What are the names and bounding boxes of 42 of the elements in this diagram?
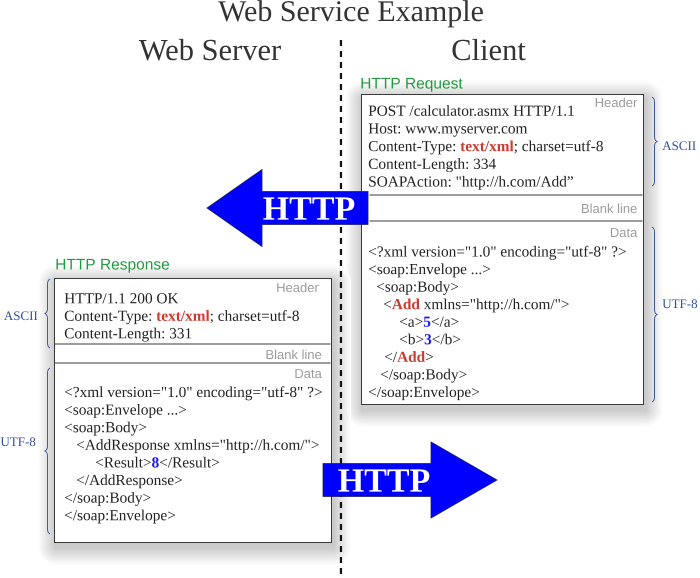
code-line: <soap:Body> — [64, 422, 146, 436]
code-line: <Add xmlns="http://h.com/"> — [384, 298, 569, 312]
encoding-label: UTF-8 — [0, 437, 36, 446]
encoding-label: ASCII — [4, 311, 38, 320]
code-line: </soap:Body> — [64, 492, 150, 506]
code-line: Content-Type: text/xml; charset=utf-8 — [64, 310, 299, 324]
column-heading: Web Server — [138, 38, 281, 60]
code-line: <soap:Envelope ...> — [368, 263, 490, 278]
code-line: Content-Length: 331 — [64, 328, 192, 342]
code-line: Content-Length: 334 — [368, 158, 496, 172]
box-heading: HTTP Response — [56, 258, 170, 273]
edge-label: HTTP — [262, 197, 356, 220]
code-line: Content-Type: text/xml; charset=utf-8 — [368, 140, 603, 154]
code-line: </soap:Envelope> — [64, 510, 176, 524]
section-label: Blank line — [582, 204, 637, 214]
code-line: <soap:Body> — [376, 280, 458, 295]
code-line: <?xml version="1.0" encoding="utf-8" ?> — [64, 386, 322, 400]
code-line: <b>3</b> — [400, 334, 460, 344]
encoding-label: UTF-8 — [662, 299, 698, 308]
code-line: </soap:Envelope> — [368, 386, 480, 400]
code-line: SOAPAction: "http://h.com/Add” — [369, 176, 573, 190]
section-label: Data — [610, 228, 638, 238]
edge-label: HTTP — [338, 469, 430, 492]
code-line: Host: www.myserver.com — [368, 123, 528, 137]
box-heading: HTTP Request — [361, 78, 463, 92]
column-heading: Client — [452, 38, 526, 60]
title: Web Service Example — [218, 0, 483, 28]
code-line: <soap:Envelope ...> — [64, 404, 186, 418]
section-label: Blank line — [266, 350, 322, 360]
code-line: <a>5</a> — [400, 316, 458, 327]
code-line: <Result>8</Result> — [96, 456, 220, 468]
code-line: <?xml version="1.0" encoding="utf-8" ?> — [368, 246, 626, 260]
code-line: POST /calculator.asmx HTTP/1.1 — [368, 105, 574, 116]
code-line: HTTP/1.1 200 OK — [64, 293, 178, 304]
code-line: </Add> — [384, 351, 434, 362]
section-label: Header — [596, 98, 638, 108]
section-label: Header — [277, 282, 319, 292]
code-line: <AddResponse xmlns="http://h.com/"> — [76, 439, 319, 454]
section-label: Data — [295, 369, 322, 378]
code-line: </AddResponse> — [76, 474, 182, 488]
code-line: </soap:Body> — [380, 368, 466, 383]
encoding-label: ASCII — [662, 141, 696, 150]
